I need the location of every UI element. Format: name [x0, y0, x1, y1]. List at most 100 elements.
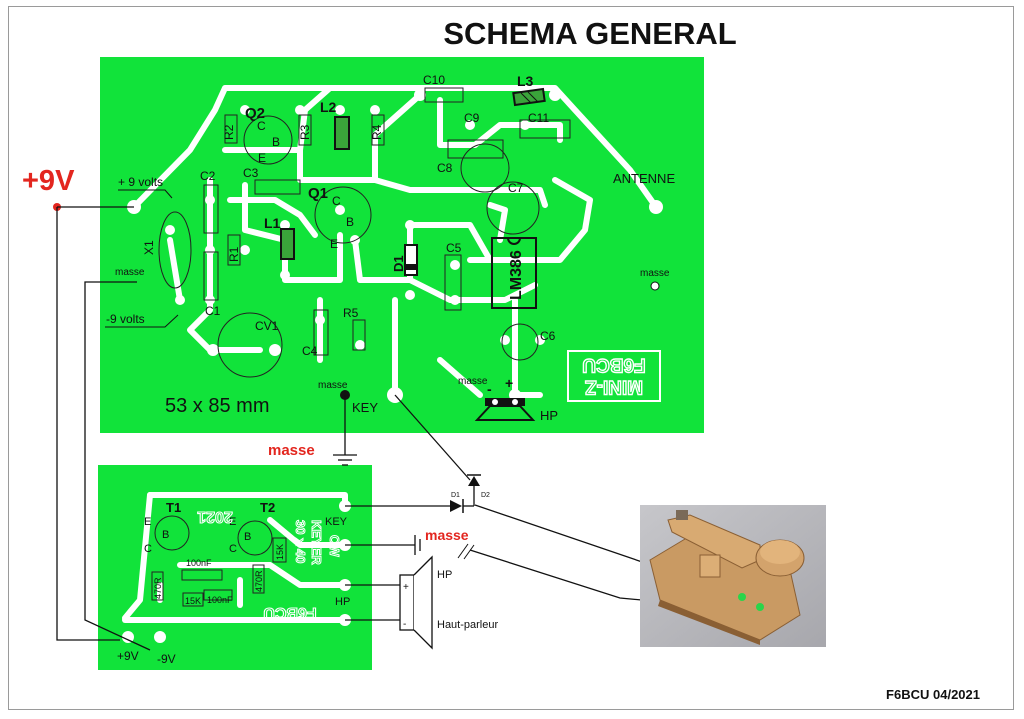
chip-label: LM386	[508, 250, 525, 300]
label-q1-c: C	[332, 194, 341, 208]
minus-9volts-label: -9 volts	[106, 312, 145, 326]
label-hp-board2: HP	[335, 596, 350, 608]
capacitor-c2	[203, 184, 219, 234]
main-pcb-inductors	[280, 87, 546, 260]
diode-d1	[404, 244, 418, 276]
capacitor-c8	[460, 143, 510, 193]
resistor-470r-2	[252, 564, 265, 594]
label-d1: D1	[391, 255, 406, 272]
label-c11: C11	[528, 111, 549, 125]
transistor-t1	[154, 515, 190, 551]
keyer-plate-2021: 2021	[197, 507, 234, 525]
transistor-q1	[314, 186, 372, 244]
label-15k-2: 15K	[275, 544, 285, 560]
label-t2-b: B	[244, 531, 251, 543]
diode-d1-band	[405, 264, 417, 270]
capacitor-c9	[447, 139, 504, 159]
capacitor-c4	[313, 309, 329, 356]
transistor-t2	[237, 520, 273, 556]
masse-label-left: masse	[115, 267, 145, 278]
inductor-l2	[334, 116, 350, 150]
antenna-label: ANTENNE	[613, 171, 675, 186]
main-pcb-components	[158, 87, 571, 378]
label-100nf-1: 100nF	[186, 558, 212, 568]
svg-text:30 x 40: 30 x 40	[293, 520, 308, 563]
svg-text:-: -	[403, 619, 406, 630]
label-t2: T2	[260, 500, 275, 515]
label-minus9v-board2: -9V	[157, 652, 176, 666]
capacitor-c6	[501, 323, 539, 361]
label-diode-d1: D1	[451, 492, 460, 499]
label-q2: Q2	[245, 105, 265, 122]
label-t1-b: B	[162, 529, 169, 541]
resistor-r4	[371, 114, 385, 146]
main-pcb-labels: Q2 Q1 R2 R3 R4 R1 R5 L2 L1 L3 C10 C9 C11…	[142, 73, 556, 358]
capacitor-c3	[254, 179, 301, 195]
label-q1-e: E	[330, 237, 338, 251]
speaker-symbol: + -	[399, 555, 433, 650]
label-cv1: CV1	[255, 319, 279, 333]
label-r2: R2	[222, 124, 236, 140]
resistor-r1	[227, 234, 241, 266]
label-plus9v-board2: +9V	[117, 649, 139, 663]
label-c4: C4	[302, 344, 318, 358]
label-l3: L3	[517, 73, 534, 89]
ground-symbol	[333, 454, 357, 466]
label-q2-b: B	[272, 135, 280, 149]
minus9-underline	[105, 314, 179, 328]
label-l1: L1	[264, 215, 281, 231]
label-q2-c: C	[257, 119, 266, 133]
label-r3: R3	[298, 124, 312, 140]
keyer-plate-keyer: KEYER	[309, 520, 325, 566]
main-pcb-traces	[131, 85, 659, 398]
capacitor-c1	[203, 251, 219, 301]
morse-key-photo	[640, 505, 826, 647]
board-label-plate	[567, 350, 661, 402]
label-r5: R5	[343, 306, 359, 320]
svg-text:2021: 2021	[197, 508, 233, 525]
resistor-r3	[298, 114, 312, 146]
svg-text:KEYER: KEYER	[309, 520, 324, 565]
transistor-q2	[243, 115, 293, 165]
label-x1: X1	[142, 240, 156, 255]
label-t2-e: E	[229, 516, 236, 528]
wire-plus9v-keyer	[56, 207, 120, 641]
resistor-15k-2	[272, 537, 287, 563]
plus-9v-label: +9V	[22, 165, 75, 197]
svg-text:+: +	[403, 582, 409, 593]
masse-red-label-keyer: masse	[425, 527, 469, 543]
key-label: KEY	[352, 400, 378, 415]
label-c6: C6	[540, 329, 556, 343]
chip-lm386	[491, 237, 537, 309]
board-label-plate-text: MINI-Z F6BCU	[582, 353, 647, 397]
label-q1-b: B	[346, 215, 354, 229]
label-c3: C3	[243, 166, 259, 180]
footer-label: F6BCU 04/2021	[886, 687, 980, 702]
label-c7: C7	[508, 181, 524, 195]
plus9-underline	[118, 189, 173, 199]
page-frame	[8, 6, 1014, 710]
capacitor-c5	[444, 254, 462, 311]
page-title: SCHEMA GENERAL	[443, 16, 736, 51]
hp-minus: -	[487, 381, 492, 397]
capacitor-100nf-2	[203, 589, 233, 601]
masse-label-right: masse	[640, 268, 670, 279]
crystal-x1	[158, 211, 192, 289]
wire-key-diode	[394, 394, 471, 481]
label-c8: C8	[437, 161, 453, 175]
label-t2-c: C	[229, 543, 237, 555]
capacitor-c7	[486, 181, 540, 235]
label-l2: L2	[320, 99, 337, 115]
capacitor-c10	[424, 87, 464, 103]
masse-red-label-top: masse	[268, 442, 315, 459]
resistor-r5	[352, 319, 366, 351]
resistor-470r-1	[151, 571, 164, 601]
label-c10: C10	[423, 73, 445, 87]
inductor-l1	[280, 228, 295, 260]
masse-pad-right	[650, 281, 660, 291]
masse-label-center: masse	[318, 380, 348, 391]
keyer-plate-size: 30 x 40	[293, 520, 309, 564]
masse-label-hp: masse	[458, 376, 488, 387]
capacitor-100nf-1	[181, 569, 223, 581]
